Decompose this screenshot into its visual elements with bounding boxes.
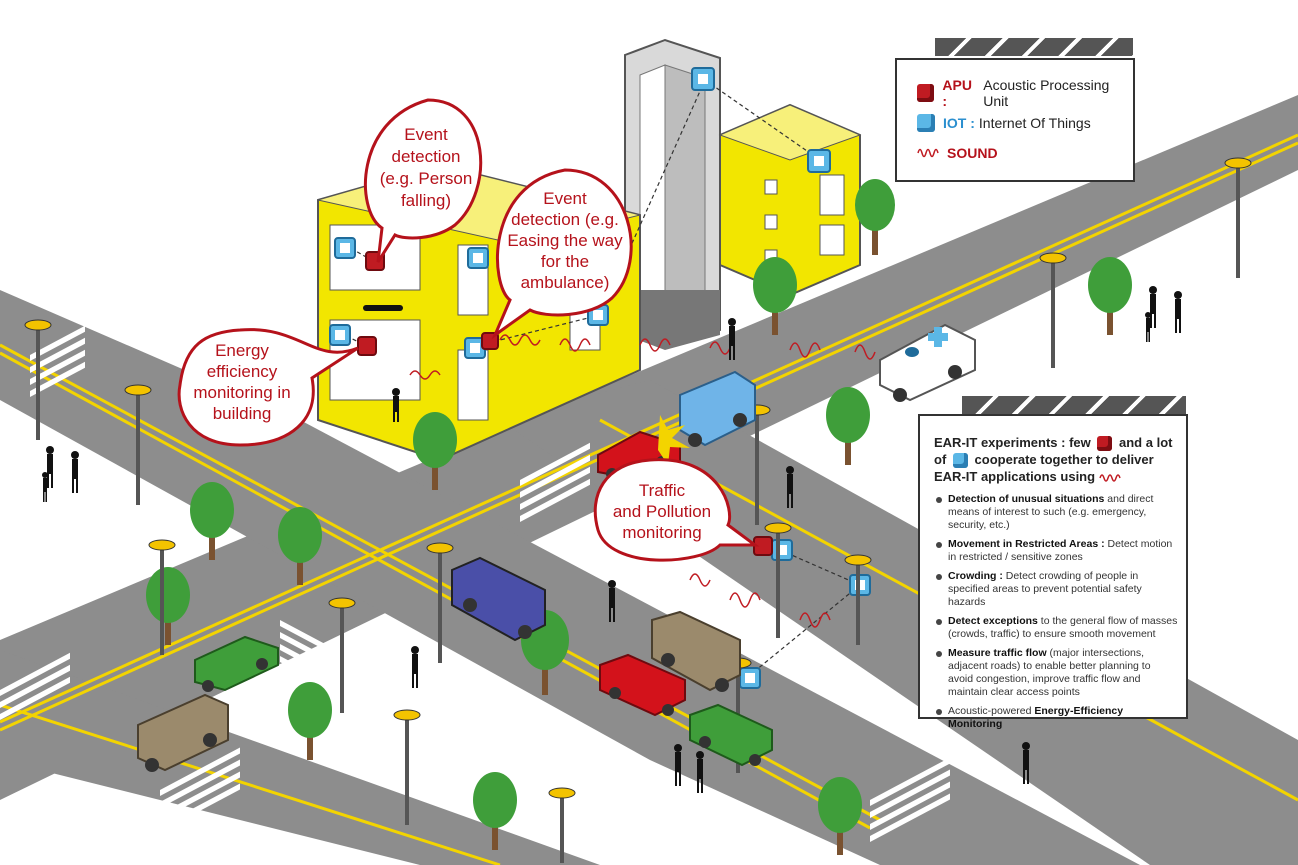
sound-waves xyxy=(409,334,876,628)
callout-event-person-line4: falling) xyxy=(401,191,451,210)
apu-cube-icon xyxy=(917,84,935,102)
apu-cube-icon xyxy=(1097,436,1113,452)
callout-event-ambulance-line4: for the xyxy=(541,252,589,271)
green-car-right xyxy=(689,703,773,767)
legend-apu: APU : Acoustic Processing Unit xyxy=(917,77,1133,109)
callout-event-ambulance-line5: ambulance) xyxy=(521,273,610,292)
callout-event-person-line1: Event xyxy=(404,125,448,144)
info-item: Detect exceptions to the general flow of… xyxy=(934,615,1178,641)
callout-energy-line4: building xyxy=(213,404,272,423)
street-lamps xyxy=(24,157,1252,863)
legend-apu-key: APU : xyxy=(942,77,972,109)
skyscraper xyxy=(624,38,721,350)
brown-truck-left xyxy=(137,693,229,772)
legend-panel: APU : Acoustic Processing Unit IOT : Int… xyxy=(895,58,1135,182)
green-car-left xyxy=(194,635,279,692)
callout-event-person-line3: (e.g. Person xyxy=(380,169,473,188)
sound-wave-icon xyxy=(917,148,939,158)
callout-traffic: Traffic and Pollution monitoring xyxy=(593,458,760,562)
legend-iot: IOT : Internet Of Things xyxy=(917,108,1133,138)
info-heading: EAR-IT experiments : few and a lot of co… xyxy=(934,434,1178,485)
vehicles xyxy=(137,323,976,772)
info-head-4: cooperate together to deliver xyxy=(974,452,1154,468)
purple-bus xyxy=(451,556,546,642)
legend-iot-text: Internet Of Things xyxy=(978,115,1091,131)
callout-event-ambulance-line3: Easing the way xyxy=(507,231,623,250)
info-item: Movement in Restricted Areas : Detect mo… xyxy=(934,538,1178,564)
red-car-right xyxy=(599,653,686,717)
callout-event-ambulance: Event detection (e.g. Easing the way for… xyxy=(491,168,633,340)
info-head-3: of xyxy=(934,452,947,468)
sound-wave-icon xyxy=(1098,473,1121,482)
callout-energy-line2: efficiency xyxy=(207,362,278,381)
info-item: Measure traffic flow (major intersection… xyxy=(934,647,1178,699)
callout-energy: Energy efficiency monitoring in building xyxy=(177,328,359,447)
info-stripe xyxy=(962,396,1186,414)
callout-event-person-line2: detection xyxy=(392,147,461,166)
legend-iot-key: IOT : xyxy=(943,115,975,131)
callout-energy-line3: monitoring in xyxy=(193,383,290,402)
legend-apu-text: Acoustic Processing Unit xyxy=(983,77,1110,109)
callout-event-person: Event detection (e.g. Person falling) xyxy=(364,98,483,263)
pedestrians xyxy=(42,286,1182,793)
callout-traffic-line3: monitoring xyxy=(622,523,701,542)
info-head-1: EAR-IT experiments : few xyxy=(934,435,1091,450)
callout-energy-line1: Energy xyxy=(215,341,269,360)
crosswalks xyxy=(0,325,950,842)
callout-event-ambulance-line1: Event xyxy=(543,189,587,208)
ambulance xyxy=(879,323,976,402)
info-item: Acoustic-powered Energy-Efficiency Monit… xyxy=(934,705,1178,731)
info-list: Detection of unusual situations and dire… xyxy=(934,493,1178,731)
info-panel: EAR-IT experiments : few and a lot of co… xyxy=(918,414,1188,730)
iot-devices xyxy=(329,67,871,689)
legend-stripe xyxy=(935,38,1133,56)
legend-sound: SOUND xyxy=(917,138,1133,168)
callout-traffic-line2: and Pollution xyxy=(613,502,711,521)
legend-sound-text: SOUND xyxy=(947,145,998,161)
brown-truck-right xyxy=(651,610,741,692)
callout-traffic-line1: Traffic xyxy=(639,481,686,500)
info-head-2: and a lot xyxy=(1119,435,1173,450)
iot-cube-icon xyxy=(917,114,935,132)
iot-cube-icon xyxy=(952,453,968,469)
info-head-5: EAR-IT applications using xyxy=(934,469,1096,485)
trees xyxy=(146,179,1132,855)
info-item: Detection of unusual situations and dire… xyxy=(934,493,1178,532)
callout-event-ambulance-line2: detection (e.g. xyxy=(511,210,619,229)
info-item: Crowding : Detect crowding of people in … xyxy=(934,570,1178,609)
fallen-person xyxy=(363,305,403,311)
